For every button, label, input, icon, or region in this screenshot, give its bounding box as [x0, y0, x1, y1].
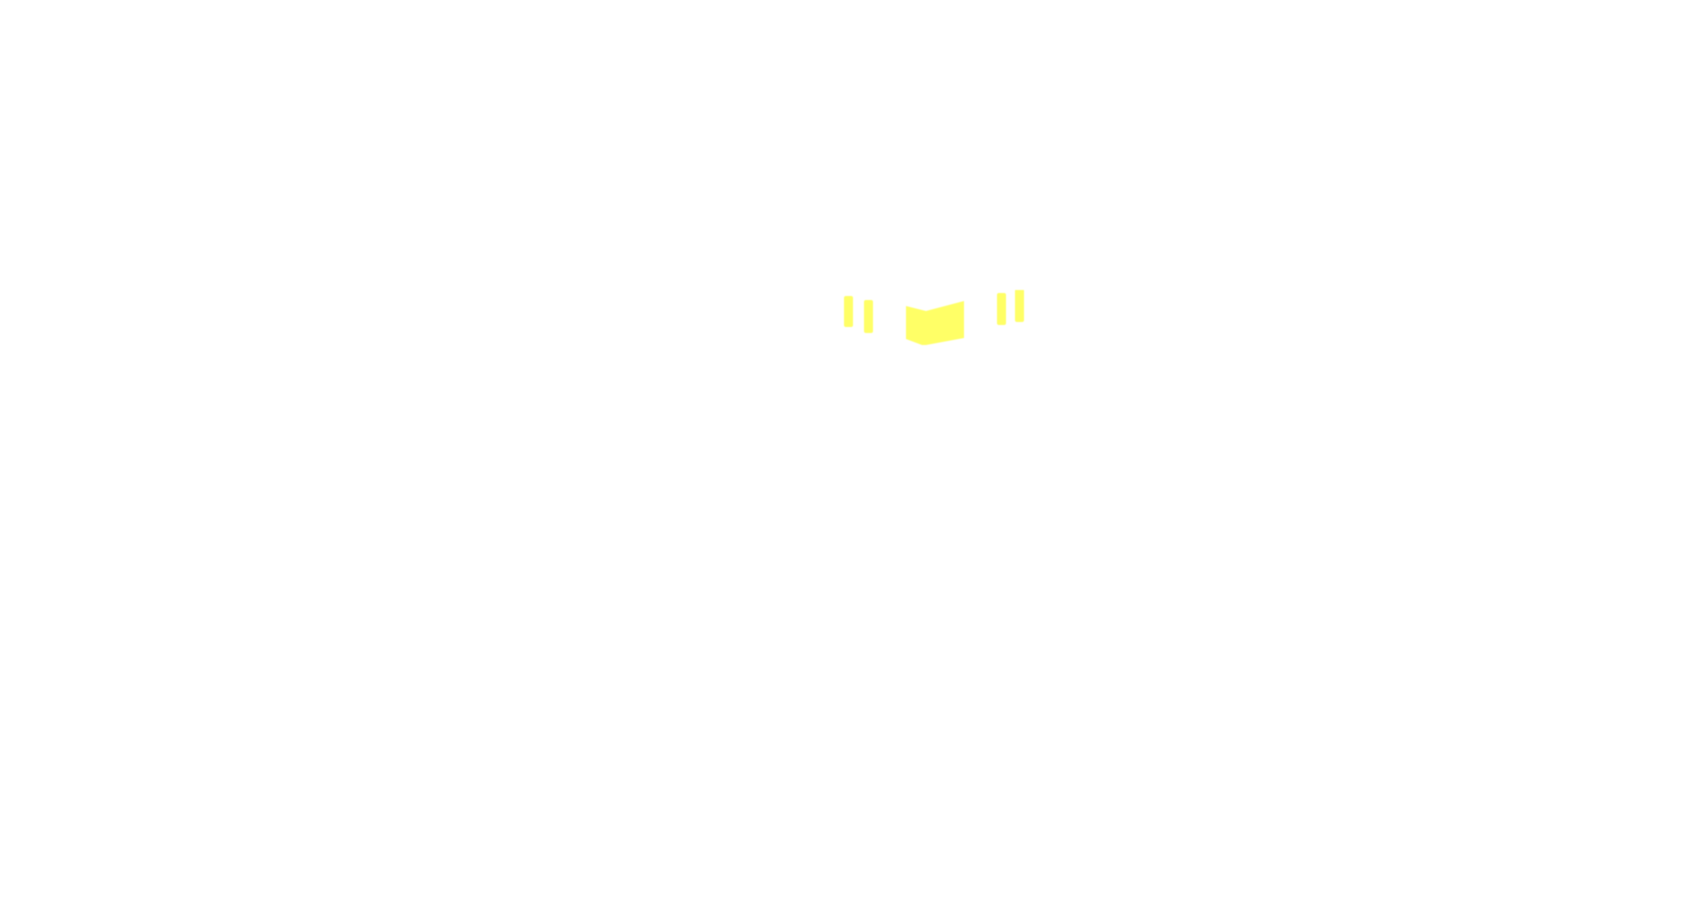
book-logo-icon — [844, 290, 1024, 345]
left-sparkle-bar-2 — [864, 300, 873, 333]
open-book-shape — [906, 301, 964, 345]
right-sparkle-bar-1 — [997, 293, 1006, 325]
splash-logo — [840, 290, 1030, 350]
right-sparkle-bar-2 — [1015, 290, 1024, 322]
left-sparkle-bar-1 — [844, 296, 853, 327]
